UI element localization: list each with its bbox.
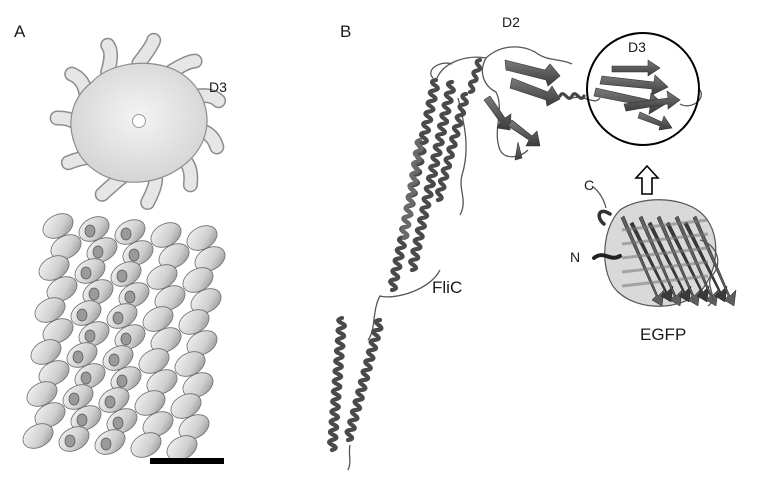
filament-subunit-pocket [84, 224, 96, 238]
egfp-ribbon-structure [591, 185, 737, 307]
filament-subunit [182, 267, 214, 293]
filament-subunit [150, 222, 182, 248]
panel-a-d3-label: D3 [209, 79, 227, 95]
filament-subunit-pocket [64, 434, 76, 448]
filament-subunit [22, 423, 54, 449]
egfp-barrel-back-strand [621, 260, 709, 274]
filament-subunit-pocket [120, 332, 132, 346]
egfp-n-terminus-label: N [570, 249, 580, 265]
filament-top-view: D3 [49, 32, 227, 210]
flic-label: FliC [432, 278, 462, 297]
up-arrow-icon [634, 164, 660, 195]
filament-subunit [194, 246, 226, 272]
filament-subunit [186, 330, 218, 356]
filament-subunit [38, 360, 70, 386]
filament-subunit [134, 390, 166, 416]
panel-b-d2-label: D2 [502, 14, 520, 30]
egfp-barrel-back-strand [621, 218, 709, 232]
filament-subunit [146, 369, 178, 395]
filament-subunit [158, 243, 190, 269]
alpha-helix [344, 317, 384, 443]
filament-subunit [26, 381, 58, 407]
egfp-barrel-back-strand [621, 246, 709, 260]
filament-subunit [142, 306, 174, 332]
filament-subunit [50, 234, 82, 260]
filament-subunit-pocket [92, 245, 104, 259]
flic-linker-helix [558, 92, 586, 100]
filament-subunit [186, 225, 218, 251]
egfp-beta-strand [620, 215, 665, 307]
alpha-helix [467, 57, 483, 95]
egfp-beta-strand [647, 221, 692, 303]
filament-subunit-pocket [108, 353, 120, 367]
egfp-barrel-back-strand [621, 232, 709, 246]
filament-central-channel [132, 114, 146, 128]
filament-subunit [30, 339, 62, 365]
filament-subunit [46, 276, 78, 302]
egfp-beta-barrel-strands [620, 215, 737, 307]
filament-subunit-pocket [104, 395, 116, 409]
filament-subunit-pocket [128, 248, 140, 262]
filament-subunit-pocket [112, 311, 124, 325]
filament-side-view [22, 213, 232, 461]
filament-subunit-pocket [72, 350, 84, 364]
filament-subunit [146, 264, 178, 290]
filament-subunit-pocket [80, 266, 92, 280]
filament-subunit [150, 327, 182, 353]
filament-subunit [142, 411, 174, 437]
panel-b: B [327, 14, 737, 471]
alpha-helix [408, 79, 456, 273]
egfp-label: EGFP [640, 325, 686, 344]
flic-alpha-helices [327, 57, 483, 453]
d3-arm [133, 34, 160, 69]
filament-subunit-pocket [100, 437, 112, 451]
filament-subunit [42, 213, 74, 239]
egfp-beta-strand [665, 221, 710, 303]
panel-a-label: A [14, 22, 26, 41]
filament-subunit [190, 288, 222, 314]
panel-b-label: B [340, 22, 351, 41]
filament-subunit-pocket [112, 416, 124, 430]
filament-subunit [178, 414, 210, 440]
filament-subunit [34, 402, 66, 428]
filament-subunit-pocket [68, 392, 80, 406]
filament-subunit-pocket [116, 374, 128, 388]
filament-subunit-pocket [120, 227, 132, 241]
filament-subunit [166, 435, 198, 461]
egfp-beta-strand [692, 215, 737, 307]
filament-subunit [130, 432, 162, 458]
flic-ribbon-structure [327, 32, 702, 471]
filament-subunit-pocket [76, 413, 88, 427]
filament-subunit [182, 372, 214, 398]
filament-subunit [178, 309, 210, 335]
panel-a: A D3 [14, 22, 232, 464]
filament-subunit [42, 318, 74, 344]
filament-subunit-pocket [80, 371, 92, 385]
filament-subunit-pocket [116, 269, 128, 283]
egfp-barrel-back-strand [621, 274, 709, 288]
filament-subunit [170, 393, 202, 419]
filament-subunit-pocket [88, 287, 100, 301]
filament-subunit [154, 285, 186, 311]
d3-arm [101, 39, 117, 79]
alpha-helix [327, 315, 347, 453]
filament-subunit [34, 297, 66, 323]
scale-bar [150, 458, 224, 464]
panel-b-d3-label: D3 [628, 39, 646, 55]
filament-subunit-pocket [84, 329, 96, 343]
alpha-helix [400, 137, 424, 241]
filament-subunit [174, 351, 206, 377]
filament-subunit-pocket [124, 290, 136, 304]
filament-subunit-pocket [76, 308, 88, 322]
flic-d3-beta-sheets [593, 59, 681, 131]
egfp-beta-strand [638, 215, 683, 307]
d3-highlight-circle [586, 32, 700, 146]
filament-subunit-surfaces [22, 213, 226, 461]
filament-subunit [138, 348, 170, 374]
filament-subunit [38, 255, 70, 281]
flic-d2-beta-sheets [483, 59, 561, 161]
egfp-c-terminus-label: C [584, 177, 594, 193]
alpha-helix [435, 91, 469, 203]
